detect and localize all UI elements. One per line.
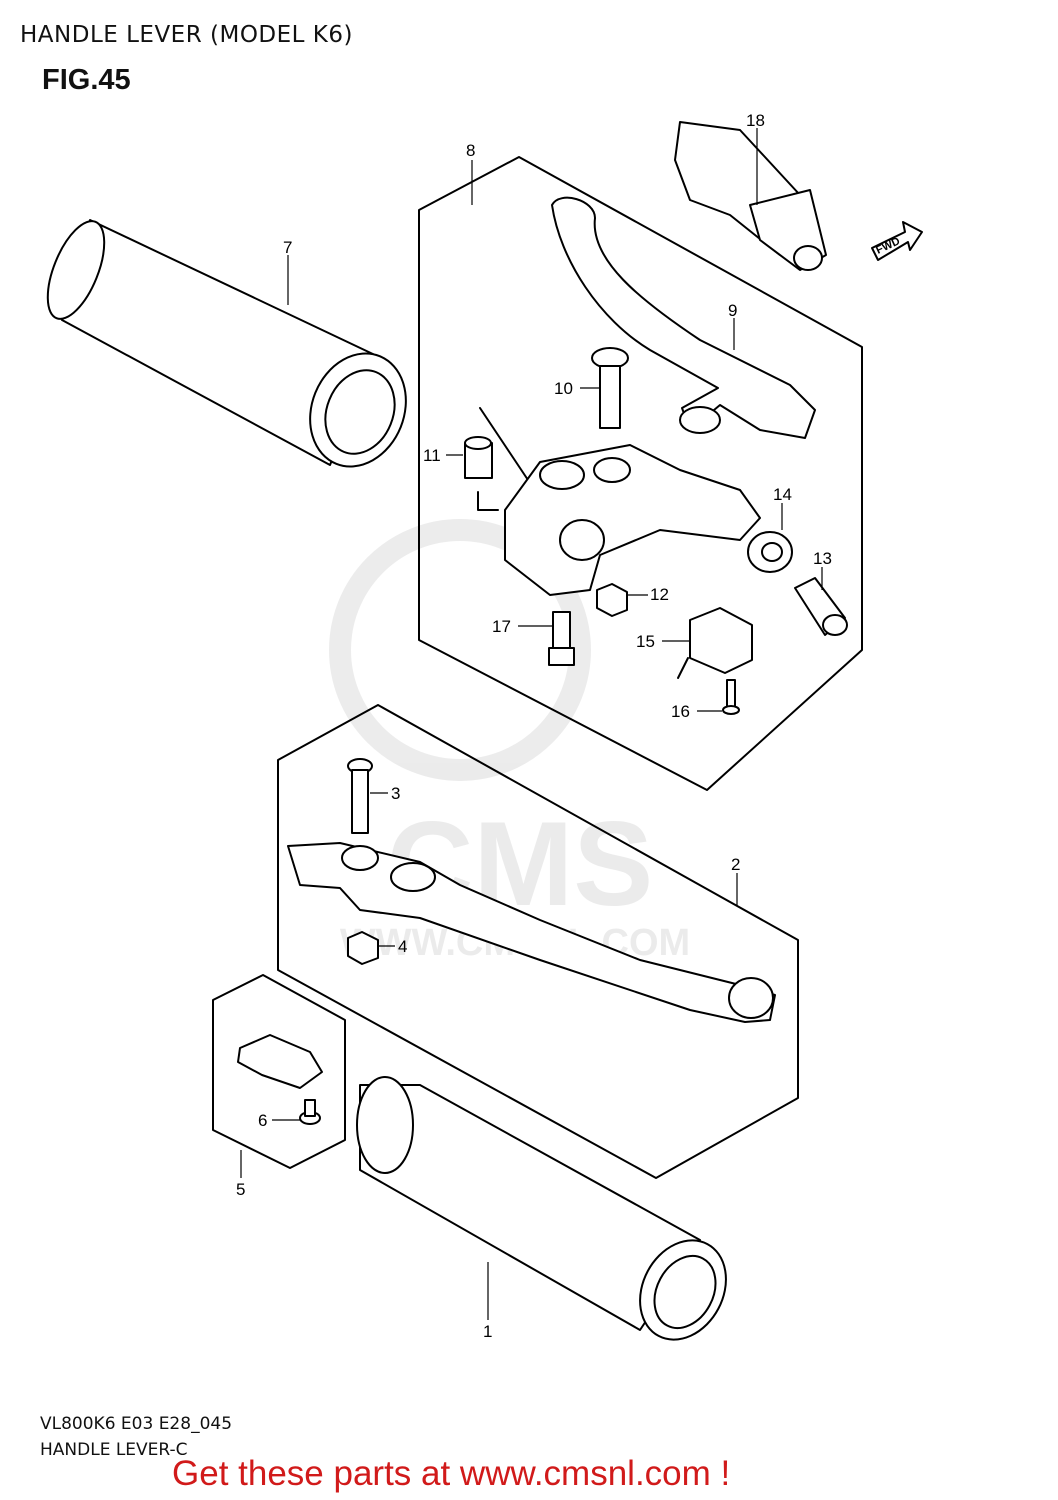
part-10-pivot-bolt	[591, 347, 629, 429]
part-9-lever	[551, 196, 816, 439]
leader-lines	[240, 128, 823, 1320]
part-3-bolt	[347, 758, 373, 834]
callout-4: 4	[398, 937, 407, 956]
diagram-name: HANDLE LEVER-C	[40, 1440, 188, 1460]
callout-2: 2	[731, 855, 740, 874]
callout-5: 5	[236, 1180, 245, 1199]
diagram-code: VL800K6 E03 E28_045	[40, 1414, 233, 1434]
callout-16: 16	[671, 702, 690, 721]
page-title: HANDLE LEVER (MODEL K6)	[20, 22, 353, 48]
part-13-adjuster	[794, 577, 848, 636]
callout-9: 9	[728, 301, 737, 320]
group-frame-2	[277, 704, 799, 1179]
callout-17: 17	[492, 617, 511, 636]
part-6-screw	[299, 1099, 321, 1125]
callout-15: 15	[636, 632, 655, 651]
callout-10: 10	[554, 379, 573, 398]
part-18-cover	[674, 121, 827, 271]
callout-14: 14	[773, 485, 792, 504]
part-8-holder	[504, 444, 761, 596]
part-1-throttle-grip	[356, 1076, 727, 1341]
part-2-lever	[287, 842, 776, 1023]
part-5-switch	[237, 1034, 323, 1089]
callout-3: 3	[391, 784, 400, 803]
watermark-ring	[329, 519, 591, 781]
callout-7: 7	[283, 238, 292, 257]
callout-8: 8	[466, 141, 475, 160]
part-17-bolt	[548, 611, 575, 666]
callout-6: 6	[258, 1111, 267, 1130]
part-14-washer	[747, 531, 793, 573]
callout-numbers: 18 8 7 9 10 11 14 13 12 17 15 16 3 2 4 6…	[236, 111, 832, 1341]
callout-1: 1	[483, 1322, 492, 1341]
callout-11: 11	[423, 446, 441, 465]
callout-12: 12	[650, 585, 669, 604]
part-11-bush	[464, 407, 529, 511]
part-15-switch	[677, 607, 753, 679]
part-4-nut	[347, 931, 379, 965]
group-frame-5	[212, 974, 346, 1169]
promo-link[interactable]: Get these parts at www.cmsnl.com !	[172, 1454, 731, 1493]
callout-18: 18	[746, 111, 765, 130]
part-12-nut	[596, 583, 628, 617]
fwd-badge: FWD	[871, 221, 923, 261]
part-7-grip	[46, 219, 407, 468]
part-16-screw	[722, 679, 740, 715]
group-frame-8	[418, 156, 863, 791]
callout-13: 13	[813, 549, 832, 568]
figure-label: FIG.45	[42, 64, 131, 96]
